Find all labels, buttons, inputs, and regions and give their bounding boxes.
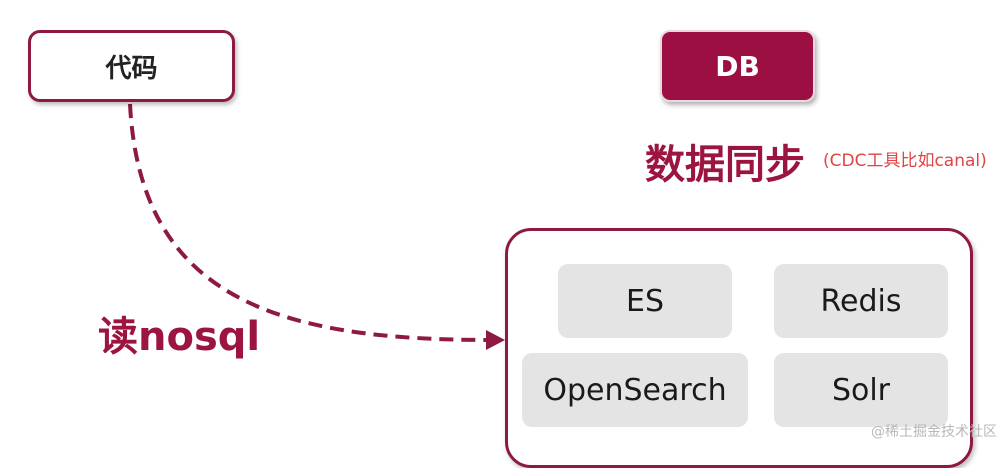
sync-title: 数据同步 — [645, 142, 805, 188]
code-box: 代码 — [28, 30, 235, 102]
arrow-head-icon — [486, 330, 505, 350]
watermark: @稀土掘金技术社区 — [871, 424, 997, 440]
read-arrow-path — [128, 103, 491, 342]
db-label: DB — [715, 49, 760, 83]
store-label-opensearch: OpenSearch — [543, 372, 727, 408]
store-tile-redis: Redis — [774, 264, 948, 338]
store-label-es: ES — [626, 283, 664, 319]
store-label-redis: Redis — [820, 283, 902, 319]
store-label-solr: Solr — [831, 372, 891, 408]
code-label: 代码 — [105, 53, 158, 84]
read-nosql-label: 读nosql — [98, 314, 261, 360]
store-tile-es: ES — [558, 264, 732, 338]
sync-note: (CDC工具比如canal) — [823, 151, 987, 171]
store-tile-opensearch: OpenSearch — [522, 353, 748, 427]
store-tile-solr: Solr — [774, 353, 948, 427]
db-box: DB — [660, 30, 815, 102]
